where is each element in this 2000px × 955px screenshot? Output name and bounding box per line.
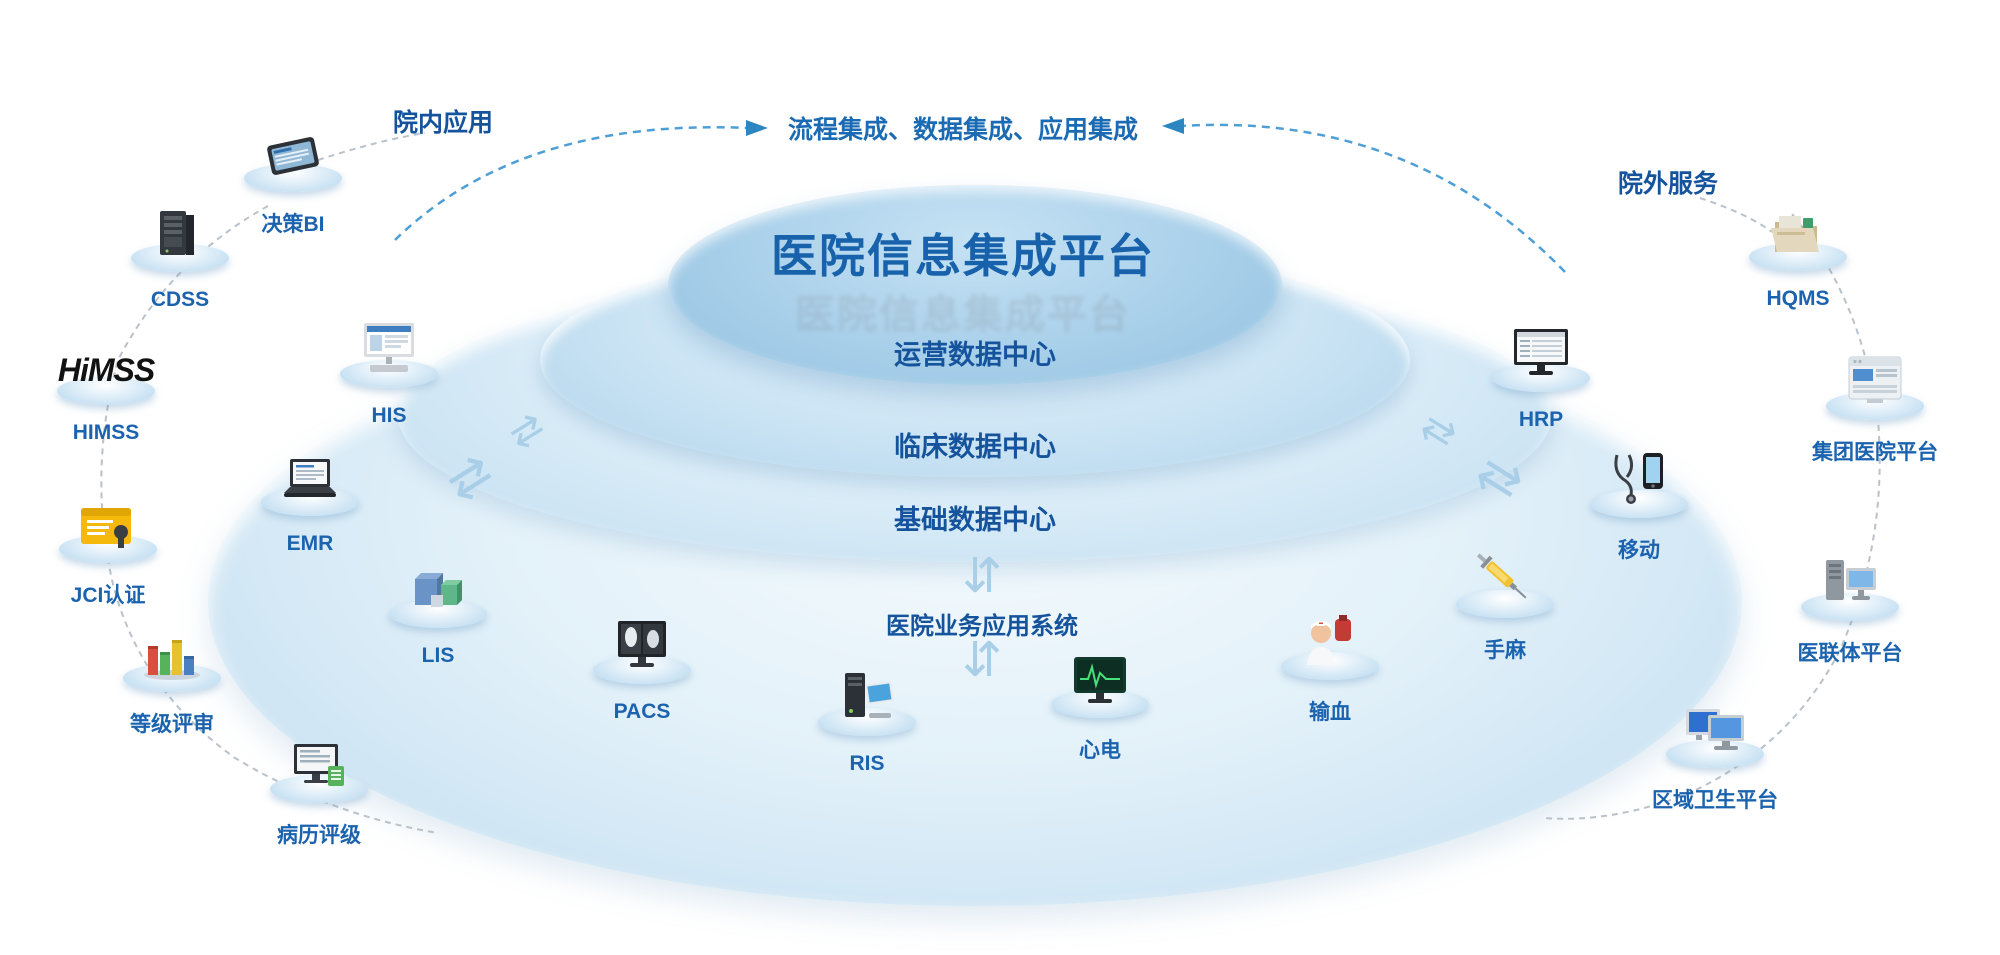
node-label: JCI认证 — [70, 584, 146, 607]
nurse-blood-bag-icon — [1299, 615, 1361, 674]
xray-monitor-icon — [612, 619, 672, 678]
layer-basic-data-center: 基础数据中心 — [894, 505, 1056, 535]
integration-arc-left — [394, 126, 749, 241]
platform-ellipse — [1801, 593, 1899, 621]
node-label: 手麻 — [1484, 639, 1526, 662]
node-jci: JCI认证 — [23, 495, 193, 609]
computer-tower-icon — [835, 669, 899, 730]
node-medical-consortium-platform: 医联体平台 — [1765, 553, 1935, 667]
right-outer-chain — [1544, 213, 1881, 820]
platform-ellipse — [1456, 590, 1554, 618]
himss-logo: HiMSS — [57, 352, 155, 388]
node-label: 决策BI — [261, 213, 325, 236]
node-label: LIS — [421, 644, 455, 667]
monitor-document-icon — [288, 740, 350, 797]
group-inhospital-apps: 院内应用 — [392, 109, 494, 137]
node-lis: LIS — [353, 560, 523, 668]
node-himss: HiMSS HIMSS — [21, 337, 191, 445]
right-header-link — [1699, 197, 1773, 233]
node-cdss: CDSS — [95, 204, 265, 312]
node-label: 移动 — [1618, 539, 1660, 562]
integration-banner: 流程集成、数据集成、应用集成 — [787, 116, 1139, 144]
node-label: HQMS — [1766, 287, 1830, 310]
node-label: 心电 — [1079, 739, 1121, 762]
node-label: HIMSS — [72, 421, 140, 444]
node-his: HIS — [304, 320, 474, 428]
arrowhead-left-icon — [1162, 118, 1184, 134]
layer-clinical-data-center: 临床数据中心 — [894, 432, 1056, 462]
node-emr: EMR — [225, 448, 395, 556]
node-label: 输血 — [1309, 701, 1351, 724]
platform-ellipse — [57, 377, 155, 405]
node-ecg: 心电 — [1015, 650, 1185, 764]
tablet-icon — [261, 131, 325, 186]
node-label: 医联体平台 — [1797, 642, 1903, 665]
node-label: 区域卫生平台 — [1652, 789, 1778, 812]
node-mobile: 移动 — [1554, 450, 1724, 564]
browser-window-icon — [1845, 355, 1905, 414]
node-decision-bi: 决策BI — [208, 124, 378, 238]
server-icon — [150, 207, 210, 266]
ecg-monitor-icon — [1068, 655, 1132, 712]
node-label: HIS — [371, 404, 407, 427]
platform-ellipse — [818, 708, 916, 736]
group-outhospital-services: 院外服务 — [1617, 170, 1719, 198]
integration-arc-right — [1181, 123, 1566, 273]
certificate-icon — [77, 502, 139, 557]
platform-ellipse — [1590, 490, 1688, 518]
node-blood-transfusion: 输血 — [1245, 612, 1415, 726]
node-label: 集团医院平台 — [1812, 441, 1938, 464]
title-reflection: 医院信息集成平台 — [795, 293, 1131, 337]
server-monitor-icon — [1818, 556, 1882, 615]
node-label: RIS — [849, 752, 885, 775]
node-grade-review: 等级评审 — [87, 624, 257, 738]
node-label: CDSS — [150, 288, 210, 311]
arrowhead-right-icon — [746, 120, 768, 136]
syringe-icon — [1473, 551, 1537, 612]
layer-hospital-apps: 医院业务应用系统 — [886, 613, 1078, 640]
vertical-arrows-icon: ⇵ — [962, 548, 1003, 604]
desktop-computer-icon — [356, 321, 422, 382]
node-pacs: PACS — [557, 616, 727, 724]
left-header-link — [317, 132, 426, 161]
node-label: 病历评级 — [277, 824, 361, 847]
layer-operations-data-center: 运营数据中心 — [894, 340, 1056, 370]
top-platform-disc — [668, 185, 1282, 385]
node-label: HRP — [1518, 408, 1564, 431]
node-ris: RIS — [782, 668, 952, 776]
node-anesthesia: 手麻 — [1420, 550, 1590, 664]
node-record-rating: 病历评级 — [234, 735, 404, 849]
stethoscope-phone-icon — [1607, 451, 1671, 512]
platform-ellipse — [1666, 740, 1764, 768]
cubes-icon — [407, 565, 469, 622]
platform-ellipse — [340, 360, 438, 388]
node-label: EMR — [286, 532, 334, 555]
dual-monitor-icon — [1682, 703, 1748, 762]
node-regional-health-platform: 区域卫生平台 — [1630, 700, 1800, 814]
node-group-hospital-platform: 集团医院平台 — [1790, 352, 1960, 466]
folder-icon — [1767, 208, 1829, 265]
node-label: PACS — [613, 700, 671, 723]
node-hqms: HQMS — [1713, 203, 1883, 311]
vertical-arrows-icon: ⇵ — [962, 632, 1003, 688]
laptop-icon — [278, 457, 342, 510]
page-title: 医院信息集成平台 — [771, 230, 1155, 282]
node-hrp: HRP — [1456, 324, 1626, 432]
node-label: 等级评审 — [130, 713, 214, 736]
monitor-icon — [1508, 327, 1574, 386]
bar-chart-icon — [140, 627, 204, 686]
